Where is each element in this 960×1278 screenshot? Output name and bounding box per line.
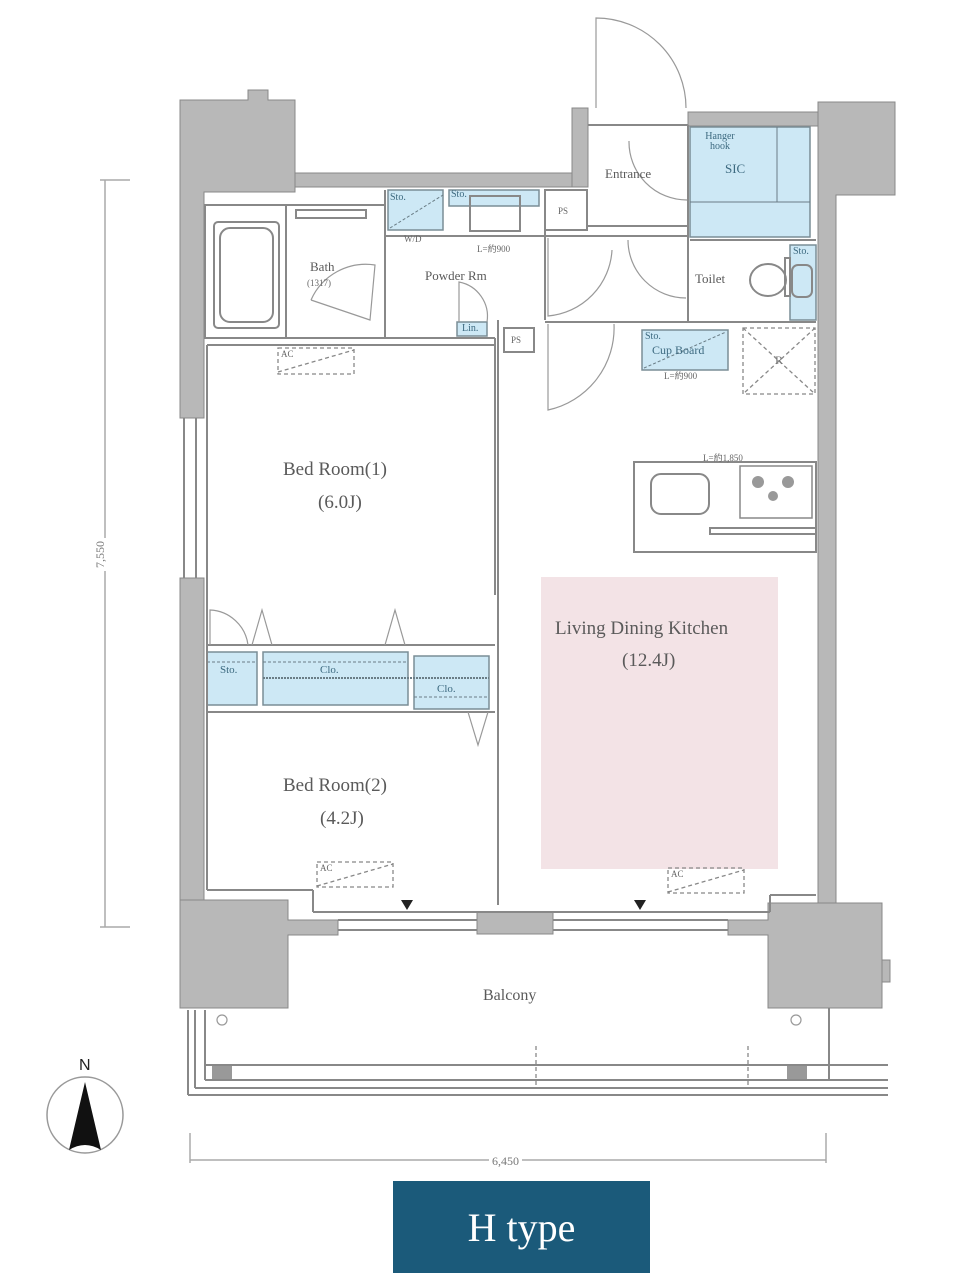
structural-walls	[179, 89, 896, 1009]
label-clo-2: Clo.	[437, 683, 456, 695]
window-markers	[401, 900, 646, 910]
label-powder-len: L=約900	[477, 244, 511, 254]
label-sto-wd: Sto.	[390, 192, 406, 203]
label-ac-1: AC	[281, 349, 294, 359]
label-bedroom-1-size: (6.0J)	[318, 492, 362, 513]
north-label: N	[79, 1057, 91, 1074]
door-swings	[209, 17, 688, 748]
label-ac-3: AC	[671, 869, 684, 879]
label-entrance: Entrance	[605, 166, 652, 181]
label-clo-1: Clo.	[320, 664, 339, 676]
label-bedroom-2: Bed Room(2)	[283, 775, 387, 796]
label-cupboard-len: L=約900	[664, 371, 698, 381]
label-cupboard: Cup Board	[652, 343, 705, 357]
label-sto-bedroom: Sto.	[220, 664, 238, 676]
label-wd: W/D	[404, 234, 422, 244]
label-ldk: Living Dining Kitchen	[555, 618, 729, 639]
storage-areas	[206, 126, 817, 710]
label-ps-1: PS	[558, 206, 569, 216]
label-ps-2: PS	[511, 335, 522, 345]
dashed-fixtures	[277, 327, 816, 1085]
label-ac-2: AC	[320, 863, 333, 873]
width-dimension: 6,450	[489, 1152, 522, 1171]
label-balcony: Balcony	[483, 987, 537, 1004]
label-sto-toilet: Sto.	[793, 246, 809, 257]
depth-dimension: 7,550	[91, 538, 110, 571]
ldk-highlight	[541, 577, 778, 869]
label-bedroom-1: Bed Room(1)	[283, 459, 387, 480]
label-hanger-hook: Hanger hook	[705, 131, 735, 152]
label-lin: Lin.	[462, 323, 479, 334]
north-compass-icon	[46, 1076, 124, 1154]
label-bath-size: (1317)	[307, 278, 331, 288]
label-sto-powder: Sto.	[451, 189, 467, 200]
label-toilet: Toilet	[695, 271, 726, 286]
label-fridge: R	[775, 353, 784, 367]
label-ldk-size: (12.4J)	[622, 650, 676, 671]
label-bath: Bath	[310, 259, 335, 274]
label-kitchen-len: L=約1,850	[703, 453, 743, 463]
label-powder-room: Powder Rm	[425, 268, 487, 283]
label-sto-cupboard: Sto.	[645, 331, 661, 342]
label-sic: SIC	[725, 161, 746, 176]
unit-type-badge: H type	[393, 1181, 650, 1273]
label-bedroom-2-size: (4.2J)	[320, 808, 364, 829]
partition-walls	[183, 124, 888, 1096]
